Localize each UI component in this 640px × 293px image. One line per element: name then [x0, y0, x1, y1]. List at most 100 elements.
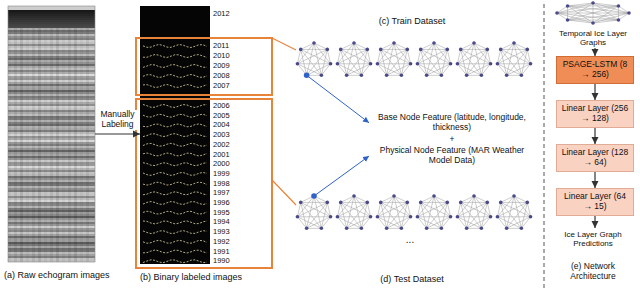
graph-vertex — [512, 41, 516, 45]
graph-edge — [417, 216, 450, 217]
ice-layer-graph — [376, 194, 413, 230]
graph-edge — [297, 43, 314, 64]
year-label: 2000 — [213, 160, 230, 168]
graph-edge — [417, 202, 447, 216]
graph-vertex — [360, 74, 364, 78]
graph-edge — [297, 216, 330, 217]
graph-edge — [421, 43, 434, 49]
feature-description: Physical Node Feature (MAR Weather Model… — [372, 146, 532, 166]
graph-edge — [467, 64, 491, 76]
ice-layer-trace — [143, 45, 207, 48]
test-range-bracket — [136, 99, 272, 268]
flow-arrow — [594, 48, 595, 56]
graph-edge — [427, 64, 451, 76]
graph-vertex — [419, 201, 423, 205]
ice-layer-trace — [143, 202, 207, 205]
year-label: 1992 — [213, 238, 230, 246]
year-label: 2001 — [213, 151, 230, 159]
flow-arrow — [594, 84, 595, 100]
graph-edge — [297, 196, 314, 217]
ice-layer-graph — [416, 194, 453, 230]
graph-vertex — [325, 201, 329, 205]
ice-layer-trace — [143, 75, 207, 78]
graph-vertex — [465, 227, 469, 231]
echogram-row — [8, 14, 95, 16]
graph-vertex — [320, 227, 324, 231]
graph-vertex — [555, 11, 559, 15]
graph-vertex — [352, 194, 356, 198]
graph-edge — [337, 43, 354, 64]
graph-edge — [461, 202, 491, 216]
year-label: 1990 — [213, 257, 230, 265]
graph-edge — [401, 64, 410, 76]
graph-vertex — [520, 227, 524, 231]
feature-pointer — [307, 75, 369, 122]
graph-edge — [457, 202, 487, 216]
graph-edge — [447, 202, 450, 216]
graph-edge — [337, 217, 361, 229]
graph-edge — [297, 49, 300, 63]
graph-edge — [507, 64, 531, 76]
graph-edge — [301, 49, 307, 75]
graph-edge — [474, 196, 487, 202]
graph-vertex — [425, 74, 429, 78]
graph-vertex — [419, 48, 423, 52]
graph-edge — [487, 202, 490, 216]
feature-description: Base Node Feature (latitude, longitude, … — [372, 113, 532, 133]
graph-vertex — [456, 215, 460, 219]
flow-arrow — [594, 128, 595, 144]
graph-edge — [387, 64, 411, 76]
graph-vertex — [336, 62, 340, 66]
graph-edge — [381, 196, 394, 202]
graph-vertex — [520, 74, 524, 78]
train-dataset-group: (c) Train Dataset — [296, 14, 528, 82]
graph-edge — [421, 196, 434, 202]
graph-edge — [467, 75, 482, 76]
graph-edge — [347, 75, 362, 76]
graph-vertex — [360, 227, 364, 231]
graph-edge — [301, 202, 328, 203]
graph-vertex — [496, 62, 500, 66]
graph-edge — [377, 216, 410, 217]
year-label: 1996 — [213, 199, 230, 207]
echogram-row — [8, 26, 95, 28]
graph-edge — [337, 64, 361, 76]
graph-edge — [361, 217, 370, 229]
graph-vertex — [345, 74, 349, 78]
ice-layer-graph — [376, 41, 413, 77]
graph-edge — [457, 49, 460, 63]
graph-vertex — [365, 201, 369, 205]
graph-edge — [497, 202, 527, 216]
echogram-streak — [62, 28, 65, 262]
graph-edge — [497, 196, 514, 217]
graph-vertex — [379, 48, 383, 52]
graph-vertex — [459, 201, 463, 205]
ice-layer-trace — [143, 163, 207, 166]
graph-edge — [381, 49, 411, 63]
graph-vertex — [400, 74, 404, 78]
graph-vertex — [369, 215, 373, 219]
graph-vertex — [617, 4, 621, 8]
echogram-streak — [32, 28, 35, 262]
graph-vertex — [325, 48, 329, 52]
graph-edge — [474, 43, 487, 49]
binary-label-image: (b) Binary labeled images — [140, 6, 210, 264]
graph-edge — [461, 202, 488, 203]
graph-edge — [497, 217, 521, 229]
graph-edge — [427, 228, 442, 229]
graph-edge — [457, 49, 487, 63]
graph-edge — [481, 217, 490, 229]
output-arrow — [594, 216, 595, 228]
graph-edge — [307, 64, 331, 76]
graph-edge — [341, 202, 347, 228]
graph-edge — [507, 228, 522, 229]
flow-arrow — [95, 133, 140, 134]
graph-vertex — [489, 62, 493, 66]
graph-vertex — [445, 48, 449, 52]
ice-layer-graph — [296, 41, 333, 78]
lstm-layer-box: PSAGE-LSTM (8 → 256) — [556, 56, 634, 84]
graph-edge — [387, 228, 402, 229]
ice-layer-trace — [143, 153, 207, 156]
graph-edge — [521, 64, 530, 76]
